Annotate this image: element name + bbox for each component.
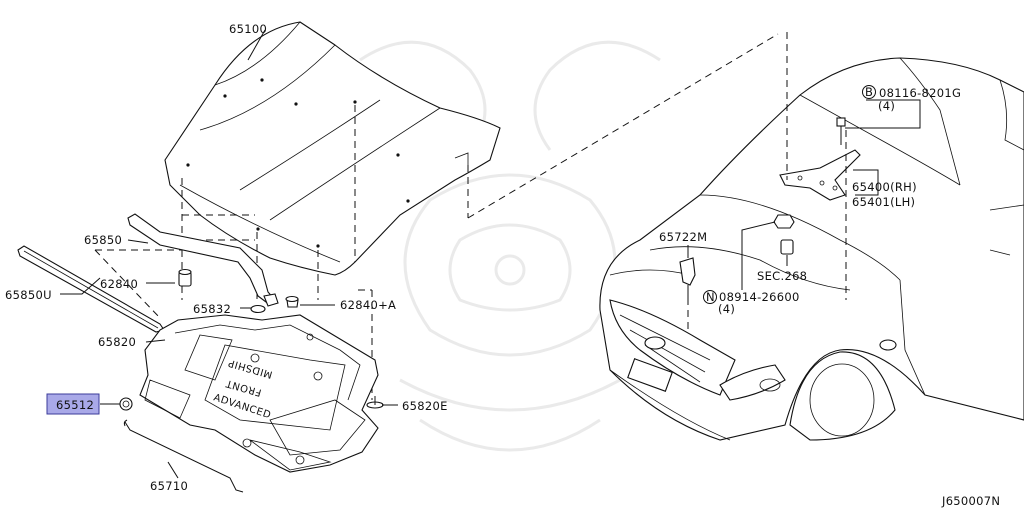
- label-65400-rh: 65400(RH): [852, 180, 917, 194]
- leader-lines: [60, 29, 921, 479]
- hood-bumper-rubber: [178, 268, 192, 287]
- alignment-lines-hood: [94, 33, 779, 400]
- label-65820: 65820: [98, 335, 136, 349]
- diagram-id: J650007N: [941, 494, 1000, 508]
- label-65850u: 65850U: [5, 288, 52, 302]
- label-65100: 65100: [229, 22, 267, 36]
- hood-lock-65722m: [679, 257, 696, 298]
- hood-support-rod: [123, 419, 244, 493]
- label-62840: 62840: [100, 277, 138, 291]
- label-65710: 65710: [150, 479, 188, 493]
- hood-insulator: MIDSHIP FRONT ADVANCED: [139, 314, 379, 473]
- label-62840-plus-a: 62840+A: [340, 298, 396, 312]
- label-nut-prefix: N: [706, 290, 715, 304]
- label-65401-lh: 65401(LH): [852, 195, 915, 209]
- label-08914-26600: 08914-26600: [719, 290, 800, 304]
- label-bolt-prefix: B: [865, 85, 873, 99]
- label-65722m: 65722M: [659, 230, 707, 244]
- label-bolt-qty: (4): [878, 99, 895, 113]
- vehicle-body: [599, 57, 1024, 441]
- hinge-bolt: [836, 117, 846, 145]
- label-65850: 65850: [84, 233, 122, 247]
- hood-panel: [164, 21, 501, 276]
- hood-stay-clip: [250, 293, 279, 314]
- sec-268-part: [780, 239, 794, 255]
- hood-hinge: [779, 149, 861, 201]
- label-65832: 65832: [193, 302, 231, 316]
- label-65512: 65512: [56, 398, 94, 412]
- insulator-clip-e: [366, 396, 384, 409]
- label-nut-group: N 08914-26600 (4): [703, 290, 800, 316]
- hinge-nut: [773, 214, 795, 229]
- label-65512-highlight: 65512: [46, 393, 100, 415]
- label-65820e: 65820E: [402, 399, 448, 413]
- label-08116-8201g: 08116-8201G: [879, 86, 961, 100]
- label-nut-qty: (4): [718, 302, 735, 316]
- hood-clip-65512: [119, 397, 133, 411]
- label-sec-268: SEC.268: [757, 269, 807, 283]
- alignment-lines-vehicle: [687, 32, 847, 330]
- label-bolt-group: B 08116-8201G (4): [862, 85, 961, 113]
- hood-bumper-a: [285, 295, 299, 308]
